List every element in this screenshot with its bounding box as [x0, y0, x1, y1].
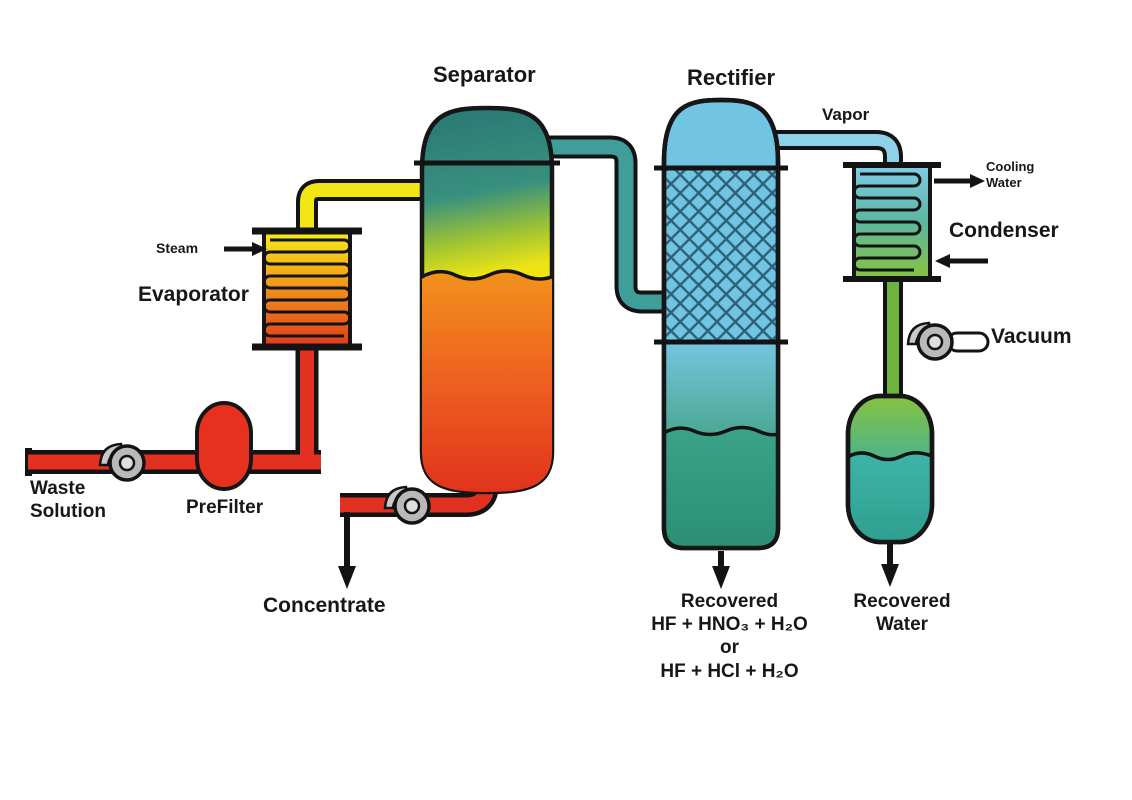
recovered-water-label: Recovered Water — [853, 591, 951, 636]
rectifier-liquid — [664, 427, 778, 548]
recovered-acids-arrow — [712, 551, 730, 589]
rectifier-vessel — [654, 97, 788, 551]
vacuum-label: Vacuum — [991, 325, 1072, 348]
rectifier-packing-mesh — [664, 170, 778, 342]
yellow-evaporator-outlet-pipe — [296, 179, 428, 250]
prefilter-vessel — [195, 401, 253, 491]
vapor-pipe — [770, 130, 903, 175]
cooling-water-outlet-arrow — [934, 174, 985, 188]
separator-vessel — [414, 105, 560, 495]
prefilter-label: PreFilter — [186, 497, 264, 518]
recovered-acids-label: Recovered HF + HNO₃ + H₂O or HF + HCl + … — [651, 591, 808, 682]
evaporator-label: Evaporator — [138, 283, 249, 306]
condenser-coil — [843, 162, 941, 282]
separator-liquid — [422, 269, 552, 492]
vacuum-pump — [906, 321, 990, 361]
separator-label: Separator — [433, 62, 536, 87]
recovered-water-arrow — [881, 544, 899, 587]
concentrate-arrow — [338, 512, 356, 589]
condenser-label: Condenser — [949, 219, 1059, 242]
evaporator-coil — [252, 227, 362, 351]
cooling-water-label: Cooling Water — [986, 159, 1035, 190]
feed-pump — [98, 442, 146, 482]
vapor-label: Vapor — [822, 105, 870, 124]
receiver-liquid — [848, 451, 932, 542]
steam-label: Steam — [156, 240, 199, 256]
teal-separator-outlet-pipe — [546, 135, 670, 314]
steam-arrow — [224, 242, 267, 256]
receiver-vessel — [845, 393, 935, 545]
cooling-water-inlet-arrow — [935, 254, 988, 268]
concentrate-label: Concentrate — [263, 594, 386, 617]
rectifier-label: Rectifier — [687, 65, 776, 90]
waste-solution-label: Waste Solution — [30, 478, 106, 523]
recirculation-pump — [383, 485, 431, 525]
